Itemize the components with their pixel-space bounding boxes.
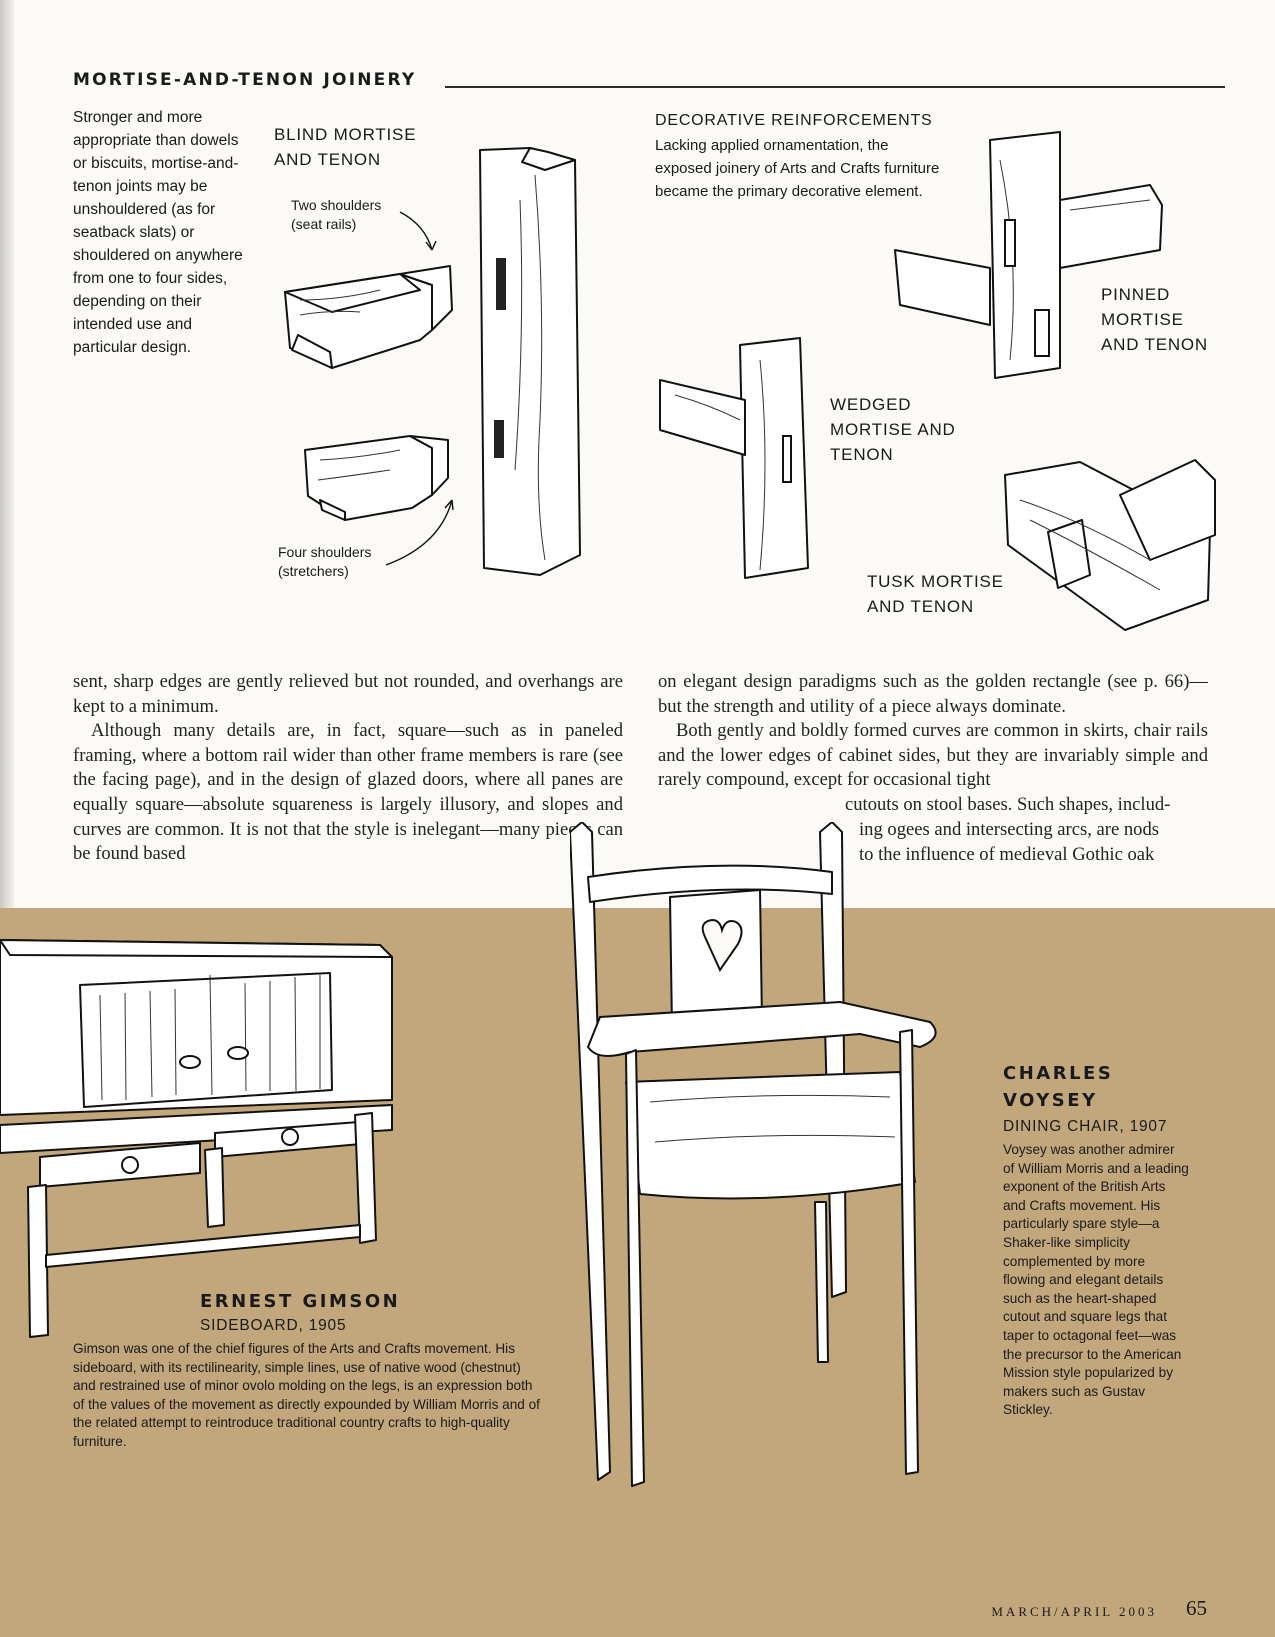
blind-mortise-label-line2: AND TENON (274, 150, 382, 169)
joinery-illustrations (284, 131, 1216, 631)
body-right-wrap-3: to the influence of medieval Gothic oak (859, 844, 1155, 865)
wedged-line3: TENON (830, 445, 894, 464)
pinned-line3: AND TENON (1101, 335, 1209, 354)
pinned-line2: MORTISE (1101, 310, 1184, 329)
gimson-caption: Gimson was one of the chief figures of t… (73, 1341, 540, 1449)
blind-mortise-label: BLIND MORTISE AND TENON (274, 122, 416, 172)
body-right-paragraph-1: on elegant design paradigms such as the … (658, 671, 1208, 717)
two-shoulder-tenon-drawing (284, 265, 453, 369)
wedged-label: WEDGED MORTISE AND TENON (830, 392, 956, 467)
gimson-subtitle: SIDEBOARD, 1905 (200, 1317, 347, 1334)
wedged-joint-drawing (659, 337, 809, 579)
body-right-paragraph-2: Both gently and boldly formed curves are… (658, 720, 1208, 791)
pinned-joint-drawing (894, 131, 1163, 379)
sideboard-illustration (0, 939, 393, 1338)
body-left-paragraph-2: Although many details are, in fact, squa… (73, 720, 623, 865)
blind-mortise-label-line1: BLIND MORTISE (274, 125, 417, 144)
voysey-subtitle: DINING CHAIR, 1907 (1003, 1118, 1168, 1135)
four-shoulders-line1: Four shoulders (278, 544, 372, 560)
tall-post-drawing (479, 147, 581, 576)
body-right-column: on elegant design paradigms such as the … (658, 670, 1208, 793)
two-shoulders-label: Two shoulders (seat rails) (291, 196, 381, 234)
voysey-name-line1: CHARLES (1003, 1063, 1114, 1084)
title-rule (445, 86, 1225, 88)
dining-chair-illustration (570, 822, 937, 1487)
intro-text: Stronger and more appropriate than dowel… (73, 109, 243, 356)
two-shoulders-line1: Two shoulders (291, 197, 382, 213)
wedged-line1: WEDGED (830, 395, 912, 414)
tusk-label: TUSK MORTISE AND TENON (867, 569, 1004, 619)
body-right-wrap-1: cutouts on stool bases. Such shapes, inc… (845, 794, 1171, 815)
tusk-joint-drawing (1004, 459, 1216, 631)
four-shoulders-line2: (stretchers) (278, 563, 349, 579)
two-shoulders-line2: (seat rails) (291, 216, 357, 232)
section-title: MORTISE-AND-TENON JOINERY (73, 70, 417, 90)
voysey-name: CHARLES VOYSEY (1003, 1060, 1113, 1114)
pinned-label: PINNED MORTISE AND TENON (1101, 282, 1208, 357)
voysey-name-line2: VOYSEY (1003, 1090, 1098, 1111)
body-right-wrap-2: ing ogees and intersecting arcs, are nod… (859, 819, 1159, 840)
wedged-line2: MORTISE AND (830, 420, 956, 439)
body-left-column: sent, sharp edges are gently relieved bu… (73, 670, 623, 867)
four-shoulders-label: Four shoulders (stretchers) (278, 543, 371, 581)
decorative-title: DECORATIVE REINFORCEMENTS (655, 112, 933, 129)
decorative-text: Lacking applied ornamentation, the expos… (655, 137, 940, 200)
body-left-paragraph-1: sent, sharp edges are gently relieved bu… (73, 671, 623, 717)
pinned-line1: PINNED (1101, 285, 1171, 304)
issue-date: MARCH/APRIL 2003 (991, 1604, 1157, 1619)
tusk-line1: TUSK MORTISE (867, 572, 1004, 591)
voysey-caption: Voysey was another admirer of William Mo… (1003, 1142, 1189, 1418)
page-number: 65 (1186, 1596, 1207, 1620)
four-shoulder-tenon-drawing (304, 435, 449, 521)
gimson-name: ERNEST GIMSON (200, 1291, 401, 1312)
tusk-line2: AND TENON (867, 597, 975, 616)
